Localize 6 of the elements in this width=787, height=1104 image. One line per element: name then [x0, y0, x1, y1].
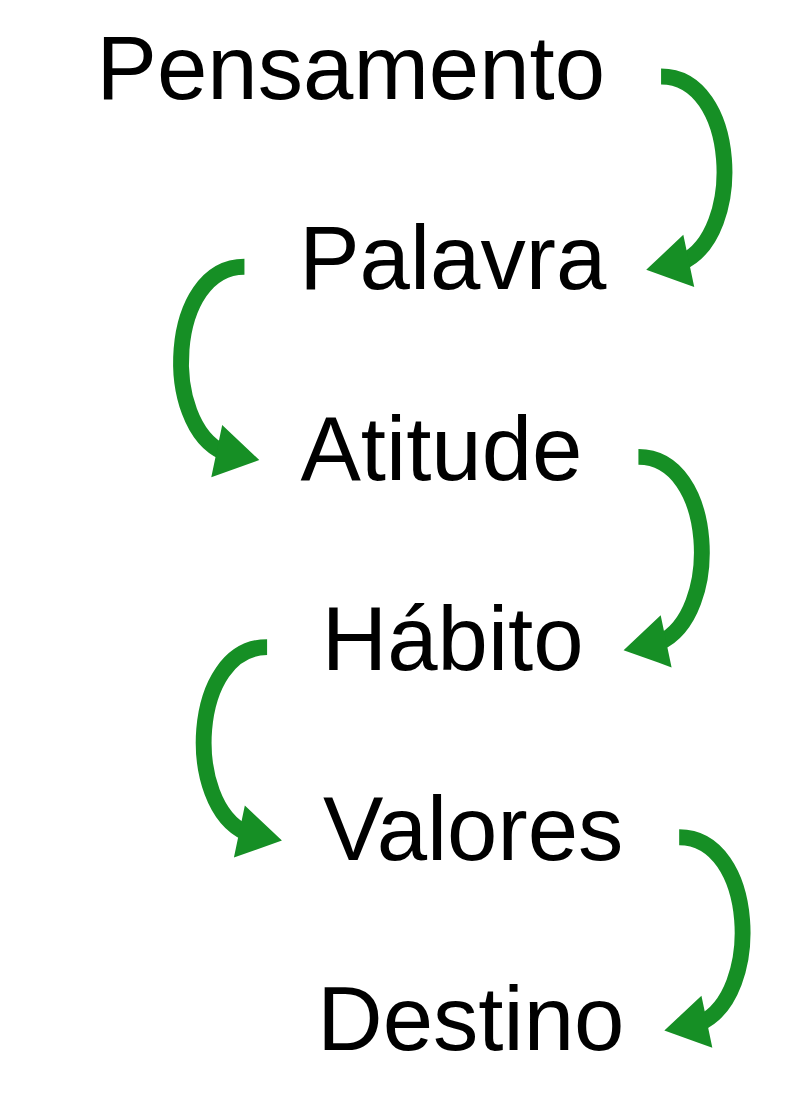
node-text: Palavra: [299, 207, 607, 309]
node-text: Hábito: [321, 587, 584, 689]
node-text: Destino: [317, 968, 625, 1070]
node-text: Pensamento: [96, 17, 606, 119]
node-text: Valores: [322, 777, 624, 879]
node-text: Atitude: [300, 397, 583, 499]
